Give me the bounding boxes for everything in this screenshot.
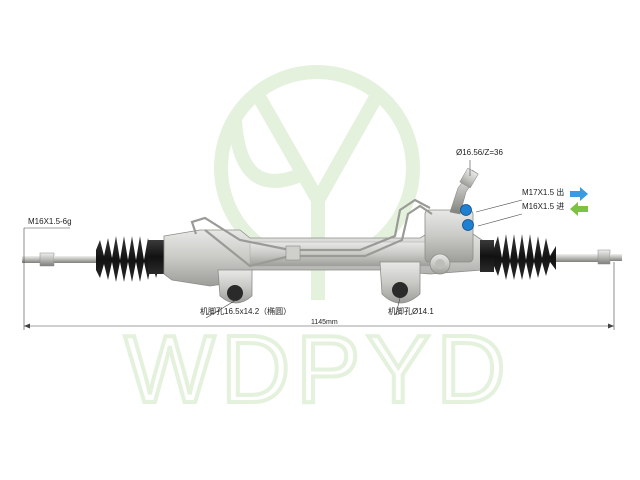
dimension-arrow-right — [608, 323, 614, 329]
left-tie-rod — [22, 252, 96, 267]
pinion-spec-label: Ø16.56/Z=36 — [456, 148, 503, 157]
dimension-lines — [23, 160, 615, 330]
right-arrow-icon — [570, 187, 588, 201]
left-arrow-icon — [570, 202, 588, 216]
left-mount-hole-label: 机脚孔16.5x14.2（椭圆） — [200, 307, 292, 316]
watermark-text: WDPYD — [124, 316, 511, 423]
port-in-label: M16X1.5 进 — [522, 202, 565, 211]
right-mount-hole-label: 机脚孔Ø14.1 — [388, 307, 434, 316]
right-bellows-boot — [480, 234, 556, 280]
left-bellows-boot — [96, 236, 166, 282]
overall-length-label: 1145mm — [311, 319, 338, 326]
port-out-label: M17X1.5 出 — [522, 188, 565, 197]
hydraulic-lines — [190, 198, 433, 268]
left-thread-label: M16X1.5-6g — [28, 217, 72, 226]
dimension-arrow-left — [24, 323, 30, 329]
right-tie-rod — [556, 249, 622, 265]
rack-housing — [163, 167, 483, 304]
